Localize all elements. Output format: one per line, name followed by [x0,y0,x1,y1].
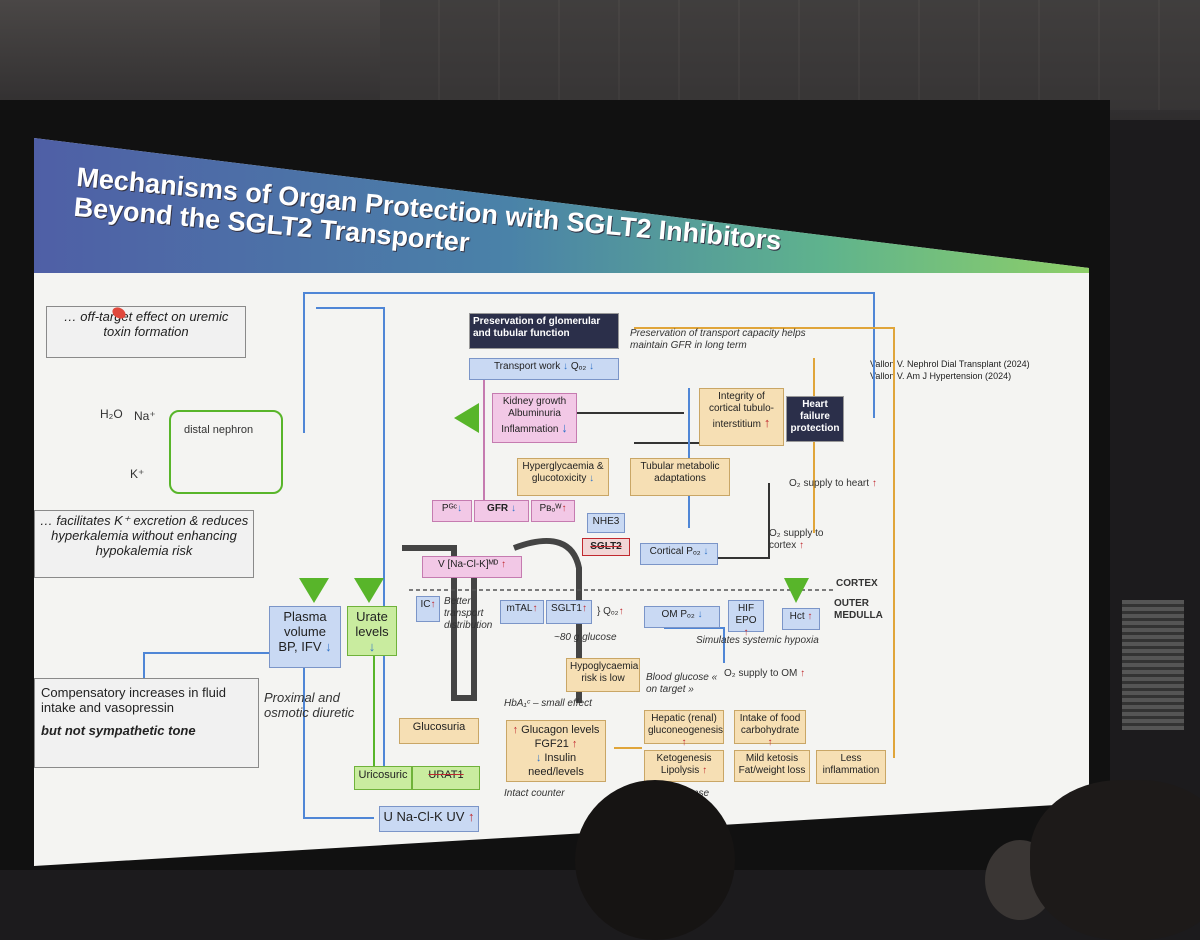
pgc-box: Pᴳᶜ↓ [432,500,472,522]
blue-line-om [664,627,725,663]
hct-box: Hct ↑ [782,608,820,630]
blue-line-bottom-2 [143,652,274,683]
sglt1-box: SGLT1↑ [546,600,592,624]
wall-vent [1122,600,1184,730]
kidney-tubule-1 [402,545,477,701]
o2-cortex-label: O₂ supply to cortex ↑ [769,528,824,551]
gfr-box: GFR ↓ [474,500,529,522]
transport-work-box: Transport work ↓ Qₒ₂ ↓ [469,358,619,380]
h2o-label: H₂O [100,407,123,421]
proximal-label: Proximal and osmotic diuretic [264,690,355,720]
ketogenesis-box: Ketogenesis Lipolysis ↑ [644,750,724,782]
preservation-note: Preservation of transport capacity helps… [630,328,806,351]
references: Vallon V. Nephrol Dial Transplant (2024)… [870,359,1030,381]
om-po2-box: OM Pₒ₂ ↓ [644,606,720,628]
kexcretion-box: … facilitates K⁺ excretion & reduces hyp… [34,510,254,578]
diagram-connectors [143,292,895,819]
green-arrow-plasma [299,578,329,603]
na-label: Na⁺ [134,409,156,423]
distal-nephron-shape [169,410,283,494]
green-arrow-hct [784,578,809,603]
glucosuria-box: Glucosuria [399,718,479,744]
glucose80-label: ~80 g glucose [554,632,617,643]
simulates-label: Simulates systemic hypoxia [696,635,819,646]
uricosuric-box: Uricosuric [354,766,412,790]
better-transport-label: Better transport distribution [444,596,493,631]
compensatory-box: Compensatory increases in fluid intake a… [34,678,259,768]
heart-failure-box: Heart failure protection [786,396,844,442]
hba1c-label: HbA₁ᶜ – small effect [504,698,592,709]
tubular-metabolic-box: Tubular metabolic adaptations [630,458,730,496]
hypoglycaemia-box: Hypoglycaemia risk is low [566,658,640,692]
cortex-label: CORTEX [836,578,878,589]
hif-epo-box: HIF EPO ↑ [728,600,764,638]
qo2-medulla-label: } Qₒ₂↑ [597,606,624,617]
k-label: K⁺ [130,467,145,481]
blue-loop-top [303,292,875,433]
o2-heart-label: O₂ supply to heart ↑ [789,478,877,489]
cortical-po2-box: Cortical Pₒ₂ ↓ [640,543,718,565]
plasma-volume-box: Plasma volume BP, IFV ↓ [269,606,341,668]
blue-line-bottom [303,658,374,819]
green-arrow-urate [354,578,384,603]
kidney-tubule-2 [512,537,582,703]
kidney-growth-box: Kidney growth Albuminuria Inflammation ↓ [492,393,577,443]
blood-glucose-label: Blood glucose « on target » [646,672,718,695]
intact-label: Intact counter [504,788,565,799]
glucagon-box: ↑ Glucagon levels FGF21 ↑ ↓ Insulin need… [506,720,606,782]
less-inflammation-box: Less inflammation [816,750,886,784]
distal-nephron-label: distal nephron [184,424,254,436]
urate-levels-box: Urate levels ↓ [347,606,397,656]
mild-ketosis-box: Mild ketosis Fat/weight loss [734,750,810,782]
preservation-box: Preservation of glomerular and tubular f… [469,313,619,349]
food-intake-box: Intake of food carbohydrate ↑ [734,710,806,748]
unacl-box: U Na-Cl-K UV ↑ [379,806,479,832]
integrity-box: Integrity of cortical tubulo-interstitiu… [699,388,784,446]
orange-loop-right [634,327,895,758]
vnacl-box: V [Na-Cl-K]ᴹᴰ ↑ [422,556,522,578]
audience-head [575,780,735,940]
ceiling-tiles [380,0,1200,110]
hepatic-box: Hepatic (renal) gluconeogenesis ↑ [644,710,724,748]
sglt2-box: SGLT2 [582,538,630,556]
nhe3-box: NHE3 [587,513,625,533]
offtarget-box: … off-target effect on uremic toxin form… [46,306,246,358]
urat1-box: URAT1 [412,766,480,790]
o2-om-label: O₂ supply to OM ↑ [724,668,806,679]
mtal-box: mTAL↑ [500,600,544,624]
hyperglycaemia-box: Hyperglycaemia & glucotoxicity ↓ [517,458,609,496]
pbow-box: Pʙₒᵂ↑ [531,500,575,522]
green-arrow-kidney [454,403,479,433]
audience-head [1030,780,1200,940]
ic-box: IC↑ [416,596,440,622]
outer-medulla-label: OUTER MEDULLA [834,598,883,621]
